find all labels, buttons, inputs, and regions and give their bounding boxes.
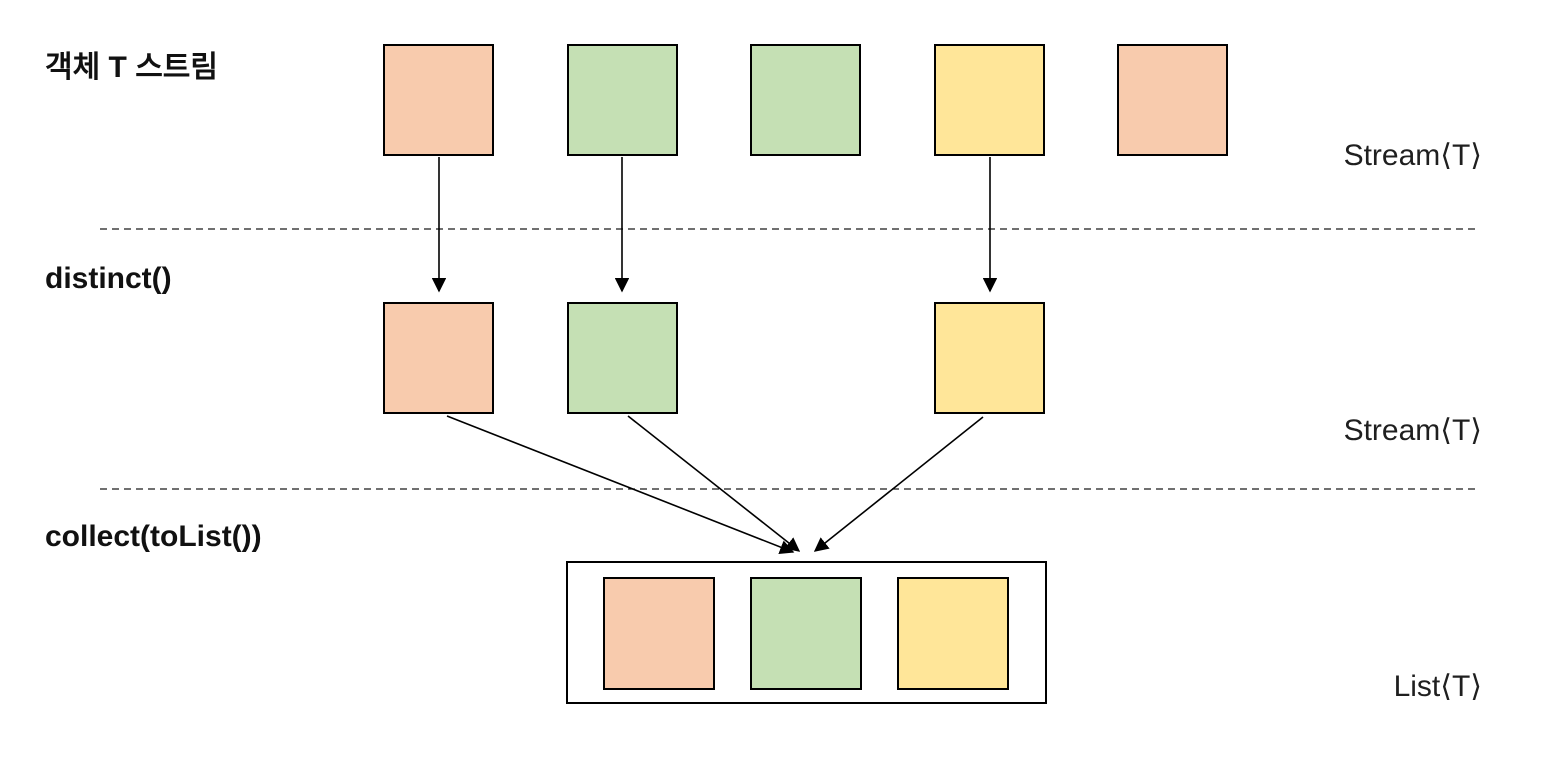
distinct-element-yellow bbox=[934, 302, 1045, 414]
stage-label-collect: collect(toList()) bbox=[45, 520, 262, 553]
type-label-source-stream: Stream⟨T⟩ bbox=[1343, 139, 1482, 172]
arrow-green-to-list bbox=[627, 415, 801, 552]
source-element-orange-2 bbox=[1117, 44, 1228, 156]
type-label-distinct-stream: Stream⟨T⟩ bbox=[1343, 414, 1482, 447]
type-label-result-list: List⟨T⟩ bbox=[1393, 670, 1482, 703]
distinct-element-orange bbox=[383, 302, 494, 414]
list-element-yellow bbox=[897, 577, 1009, 690]
source-element-green-2 bbox=[750, 44, 861, 156]
list-element-orange bbox=[603, 577, 715, 690]
source-element-orange-1 bbox=[383, 44, 494, 156]
list-element-green bbox=[750, 577, 862, 690]
source-element-green-1 bbox=[567, 44, 678, 156]
source-element-yellow-1 bbox=[934, 44, 1045, 156]
stage-label-distinct: distinct() bbox=[45, 262, 172, 295]
distinct-element-green bbox=[567, 302, 678, 414]
result-list-box bbox=[566, 561, 1047, 704]
stage-label-source: 객체 T 스트림 bbox=[45, 51, 218, 84]
arrow-orange-to-list bbox=[446, 415, 795, 554]
arrow-yellow-to-list bbox=[813, 416, 984, 552]
